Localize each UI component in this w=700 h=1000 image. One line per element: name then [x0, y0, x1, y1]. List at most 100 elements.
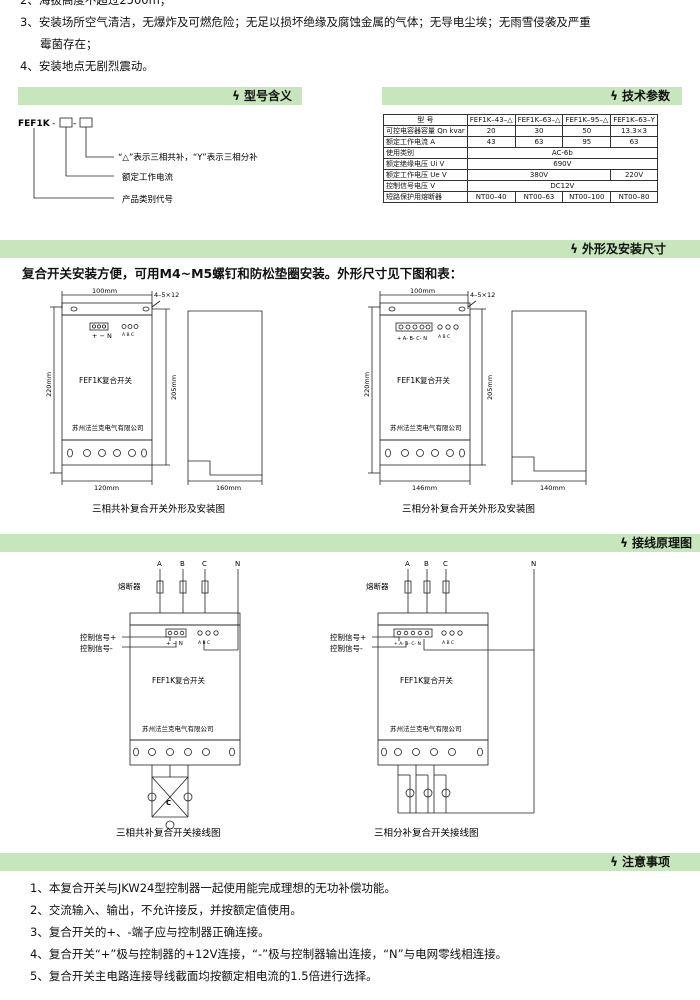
intro-item-2: 2、海拔高度不超过2500m；: [20, 0, 172, 7]
wire-left-phase-a: A: [157, 560, 162, 568]
tech-cell: 13.3×3: [610, 125, 658, 137]
note-item: 5、复合开关主电路连接导线截面均按额定相电流的1.5倍进行选择。: [30, 969, 378, 983]
bolt-icon: ϟ: [610, 855, 618, 869]
tech-cell: 30: [514, 125, 564, 137]
tech-cell: 20: [466, 125, 516, 137]
tech-cell: 380V: [466, 169, 612, 181]
wire-left-ctrl-plus: 控制信号+: [80, 632, 116, 642]
dim-left-height: 220mm: [45, 372, 53, 397]
model-line-1: “△”表示三相共补，“Y”表示三相分补: [118, 152, 258, 163]
tech-row-label: 额定工作电流 A: [383, 136, 468, 148]
wire-left-phase-c: C: [202, 560, 207, 568]
note-item: 2、交流输入、输出，不允许接反，并按额定值使用。: [30, 903, 302, 917]
dim-drawing-left: 100mm 4–5×12 + − N A B C FEF1K复合开关 苏州法兰克…: [45, 287, 263, 515]
model-prefix: FEF1K: [18, 119, 51, 129]
tech-row-label: 额定工作电压 Ue V: [383, 169, 468, 181]
tech-cell: 220V: [610, 169, 658, 181]
wire-right-phase-b: B: [424, 560, 429, 568]
dim-right-height: 220mm: [363, 372, 371, 397]
tech-header-model: FEF1K–95–△: [562, 114, 612, 126]
tech-cell: NT00–63: [514, 191, 564, 203]
wiring-right: A B C N 熔断器 控制信号+ 控制信号- + A- B- C- N A B…: [330, 560, 536, 839]
wire-right-phase-n: N: [531, 560, 536, 568]
tech-row-label: 使用类别: [383, 147, 468, 159]
dim-left-top-width: 100mm: [92, 287, 117, 295]
model-line-2: 额定工作电流: [122, 172, 174, 183]
model-line-3: 产品类别代号: [122, 194, 173, 205]
wiring-left: A B C N 熔断器 控制信号+ 控制信号- + − N A B C FEF1…: [80, 560, 241, 839]
wire-right-caption: 三相分补复合开关接线图: [374, 827, 479, 839]
tech-cell: NT00–100: [562, 191, 612, 203]
install-text: 复合开关安装方便，可用M4~M5螺钉和防松垫圈安装。外形尺寸见下图和表：: [22, 266, 463, 281]
tech-row-label: 额定绝缘电压 Ui V: [383, 158, 468, 170]
dim-left-bottom-width: 120mm: [94, 484, 119, 492]
wire-left-phase-n: N: [235, 560, 240, 568]
tech-cell: 63: [610, 136, 658, 148]
wire-left-ctrl-minus: 控制信号-: [80, 643, 113, 653]
tech-row-label: 可控电容器容量 Qn kvar: [383, 125, 468, 137]
wire-right-terminals: + A- B- C- N: [394, 641, 421, 647]
tech-row-label: 控制信号电压 V: [383, 180, 468, 192]
dim-right-product: FEF1K复合开关: [397, 375, 451, 385]
notes-list: 1、本复合开关与JKW24型控制器一起使用能完成理想的无功补偿功能。 2、交流输…: [30, 877, 507, 987]
tech-header-label: 型 号: [383, 114, 468, 126]
wire-left-phase-b: B: [180, 560, 185, 568]
bolt-icon: ϟ: [610, 89, 618, 103]
wire-right-phase-c: C: [443, 560, 448, 568]
dim-right-hole: 4–5×12: [470, 291, 495, 299]
tech-header-model: FEF1K–63–Y: [610, 114, 658, 126]
dim-left-inner-height: 205mm: [170, 375, 178, 400]
tech-cell: 690V: [466, 158, 658, 170]
wire-left-terminals: + − N: [166, 641, 183, 647]
intro-item-4: 4、安装地点无剧烈震动。: [20, 59, 154, 73]
tech-cell: NT00–80: [610, 191, 658, 203]
wire-right-product: FEF1K复合开关: [400, 675, 454, 685]
wire-left-product: FEF1K复合开关: [152, 675, 206, 685]
tech-cell: NT00–40: [466, 191, 516, 203]
wire-left-abc: A B C: [198, 640, 210, 646]
intro-item-3-cont: 霉菌存在；: [40, 37, 98, 51]
wire-left-company: 苏州法兰克电气有限公司: [142, 724, 214, 733]
intro-item-3: 3、安装场所空气清洁，无爆炸及可燃危险；无足以损坏绝缘及腐蚀金属的气体；无导电尘…: [20, 15, 591, 29]
dim-right-top-width: 100mm: [410, 287, 435, 295]
dim-left-hole: 4–5×12: [154, 291, 179, 299]
note-item: 4、复合开关“+”极与控制器的+12V连接，“-”极与控制器输出连接，“N”与电…: [30, 947, 508, 961]
bolt-icon: ϟ: [570, 242, 578, 256]
dim-right-company: 苏州法兰克电气有限公司: [390, 423, 462, 432]
dim-drawing-right: 100mm 4–5×12 + A- B- C- N A B C FEF1K复合开…: [363, 287, 587, 515]
tech-cell: AC-6b: [466, 147, 658, 159]
wire-right-ctrl-minus: 控制信号-: [330, 643, 363, 653]
dim-right-bottom-width: 146mm: [412, 484, 437, 492]
tech-header-model: FEF1K–43–△: [466, 114, 516, 126]
tech-cell: DC12V: [466, 180, 658, 192]
wire-left-cap: C: [166, 799, 171, 807]
dim-left-company: 苏州法兰克电气有限公司: [72, 423, 144, 432]
tech-cell: 50: [562, 125, 612, 137]
model-dash-1: -: [52, 119, 55, 129]
note-item: 1、本复合开关与JKW24型控制器一起使用能完成理想的无功补偿功能。: [30, 881, 396, 895]
dim-right-terminals: + A- B- C- N: [397, 336, 427, 342]
bolt-icon: ϟ: [232, 89, 240, 103]
dim-left-terminals: + − N: [92, 332, 112, 340]
dim-left-caption: 三相共补复合开关外形及安装图: [92, 503, 225, 515]
model-code-diagram: FEF1K - - “△”表示三相共补，“Y”表示三相分补 额定工作电流 产品类…: [18, 117, 258, 205]
dim-left-side-depth: 160mm: [216, 484, 241, 492]
dim-right-inner-height: 205mm: [486, 375, 494, 400]
